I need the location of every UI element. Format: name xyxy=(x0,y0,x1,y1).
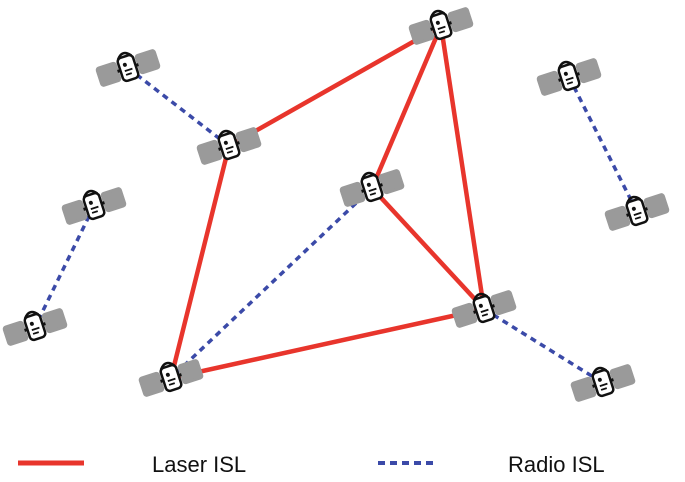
satellite-icon xyxy=(534,51,603,100)
satellite-icon xyxy=(136,352,205,401)
radio-legend-label: Radio ISL xyxy=(508,452,605,477)
satellite-icon xyxy=(337,162,406,211)
radio-isl-link-sat-f-sat-k xyxy=(483,307,604,385)
radio-isl-link-sat-d-sat-h xyxy=(33,205,96,328)
satellite-icon xyxy=(93,42,162,91)
radio-isl-link-sat-e-sat-g xyxy=(169,186,374,380)
laser-isl-link-sat-b-sat-c xyxy=(227,24,443,148)
radio-isl-link-sat-i-sat-j xyxy=(567,76,639,213)
radio-isl-links xyxy=(33,66,639,385)
laser-isl-link-sat-b-sat-g xyxy=(168,145,232,379)
radio-isl-link-sat-a-sat-b xyxy=(126,66,231,148)
legend: Laser ISL Radio ISL xyxy=(18,452,605,477)
laser-isl-links xyxy=(168,24,487,381)
laser-legend-label: Laser ISL xyxy=(152,452,246,477)
laser-isl-link-sat-g-sat-f xyxy=(170,306,485,381)
laser-isl-link-sat-c-sat-f xyxy=(438,25,487,310)
laser-isl-link-sat-e-sat-f xyxy=(370,186,486,311)
laser-isl-link-sat-c-sat-e xyxy=(369,25,444,189)
satellite-icon xyxy=(194,120,263,169)
satellite-icon xyxy=(602,186,671,235)
satellite-icon xyxy=(406,0,475,49)
satellite-icon xyxy=(0,301,69,350)
satellite-icon xyxy=(568,357,637,406)
satellite-icon xyxy=(59,180,128,229)
